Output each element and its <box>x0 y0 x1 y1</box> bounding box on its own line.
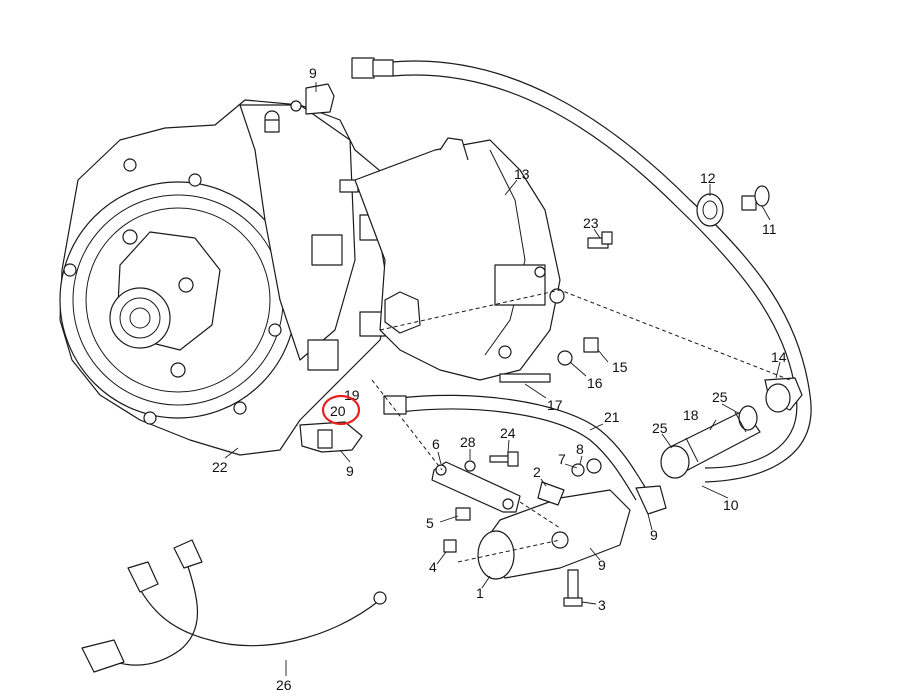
gearbox-housing <box>354 137 565 381</box>
callout-9-left: 9 <box>346 463 354 479</box>
callout-2: 2 <box>533 464 541 480</box>
callout-11: 11 <box>762 221 777 237</box>
callout-7: 7 <box>558 451 566 467</box>
dashed-routing <box>371 289 791 563</box>
wiring-harness <box>81 539 387 673</box>
bracket <box>431 461 565 513</box>
hose-21 <box>383 394 651 501</box>
leader-lines <box>224 82 781 676</box>
callout-23: 23 <box>583 215 599 231</box>
callout-22: 22 <box>212 459 228 475</box>
fitting-11 <box>741 185 770 211</box>
callout-labels: 9 13 12 11 23 15 16 14 19 20 17 25 18 21… <box>212 65 787 693</box>
callout-8: 8 <box>576 441 584 457</box>
callout-28: 28 <box>460 434 476 450</box>
callout-9-right: 9 <box>650 527 658 543</box>
long-hose <box>351 57 812 483</box>
callout-25-bottom: 25 <box>652 420 668 436</box>
callout-16: 16 <box>587 375 603 391</box>
callout-12: 12 <box>700 170 716 186</box>
callout-21: 21 <box>604 409 620 425</box>
callout-4: 4 <box>429 559 437 575</box>
callout-5: 5 <box>426 515 434 531</box>
callout-25-top: 25 <box>712 389 728 405</box>
callout-24: 24 <box>500 425 516 441</box>
callout-1: 1 <box>476 585 484 601</box>
callout-18: 18 <box>683 407 699 423</box>
callout-13: 13 <box>514 166 530 182</box>
highlight-circle-20 <box>321 394 361 426</box>
fitting-12 <box>696 193 724 227</box>
elbow-14 <box>764 377 803 413</box>
callout-19: 19 <box>344 387 360 403</box>
callout-26: 26 <box>276 677 292 693</box>
hose-18 <box>660 405 761 479</box>
motor-housing <box>59 83 391 456</box>
callout-10: 10 <box>723 497 739 513</box>
callout-3: 3 <box>598 597 606 613</box>
callout-14: 14 <box>771 349 787 365</box>
callout-9-top: 9 <box>309 65 317 81</box>
fasteners <box>443 231 613 553</box>
callout-17: 17 <box>547 397 563 413</box>
pump <box>477 489 631 607</box>
callout-9-bottom: 9 <box>598 557 606 573</box>
callout-6: 6 <box>432 436 440 452</box>
callout-20: 20 <box>330 403 346 419</box>
callout-15: 15 <box>612 359 628 375</box>
